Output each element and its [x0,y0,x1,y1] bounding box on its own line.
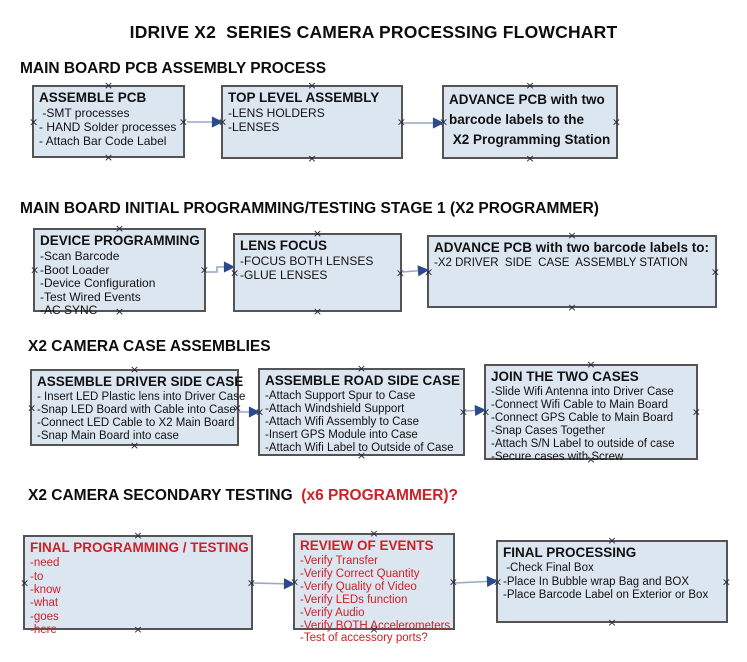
box-title: ADVANCE PCB with two barcode labels to: [434,240,710,255]
connector-arrow[interactable] [401,265,430,277]
connection-anchor-icon[interactable]: × [356,449,367,462]
connection-anchor-icon[interactable]: × [586,358,596,371]
connection-anchor-icon[interactable]: × [290,575,300,588]
connection-anchor-icon[interactable]: × [114,222,125,235]
connection-anchor-icon[interactable]: × [369,527,379,540]
flow-box-top-level-assembly[interactable]: TOP LEVEL ASSEMBLY -LENS HOLDERS -LENSES… [218,80,406,164]
box-items: -LENS HOLDERS -LENSES [228,106,325,135]
section-heading-text: X2 CAMERA CASE ASSEMBLIES [28,338,271,355]
flow-box-review-of-events[interactable]: REVIEW OF EVENTS -Verify Transfer -Verif… [290,528,458,644]
box-title: LENS FOCUS [240,238,328,253]
box-title: ASSEMBLE DRIVER SIDE CASE [37,374,244,389]
connection-anchor-icon[interactable]: × [424,265,434,278]
connection-anchor-icon[interactable]: × [691,405,701,419]
box-items: -Attach Support Spur to Case -Attach Win… [265,390,454,454]
connection-anchor-icon[interactable]: × [586,453,596,466]
box-title: TOP LEVEL ASSEMBLY [228,90,380,105]
section-heading-initial-programming: MAIN BOARD INITIAL PROGRAMMING/TESTING S… [20,200,599,218]
connection-anchor-icon[interactable]: × [20,576,30,589]
flow-box-assemble-driver-side-case[interactable]: ASSEMBLE DRIVER SIDE CASE - Insert LED P… [27,364,246,451]
connection-anchor-icon[interactable]: × [103,79,114,92]
connection-anchor-icon[interactable]: × [721,575,731,588]
connector-arrow[interactable] [252,578,296,590]
section-heading-case-assemblies: X2 CAMERA CASE ASSEMBLIES [28,338,271,356]
flow-box-final-programming-testing[interactable]: FINAL PROGRAMMING / TESTING -need -to -k… [20,530,256,636]
connection-anchor-icon[interactable]: × [439,115,449,129]
page-title: IDRIVE X2 SERIES CAMERA PROCESSING FLOWC… [129,22,618,42]
connection-anchor-icon[interactable]: × [525,79,535,92]
connection-anchor-icon[interactable]: × [607,616,617,629]
flow-box-lens-focus[interactable]: LENS FOCUS -FOCUS BOTH LENSES -GLUE LENS… [230,228,405,317]
connector-arrow[interactable] [464,404,487,417]
connection-anchor-icon[interactable]: × [199,263,209,277]
connection-anchor-icon[interactable]: × [356,362,367,375]
connection-anchor-icon[interactable]: × [312,305,323,318]
section-heading-secondary-testing: X2 CAMERA SECONDARY TESTING (x6 PROGRAMM… [28,487,458,505]
flow-box-advance-pcb-programming-station[interactable]: ADVANCE PCB with two barcode labels to t… [439,80,621,164]
box-items: -X2 DRIVER SIDE CASE ASSEMBLY STATION [434,257,688,270]
connection-anchor-icon[interactable]: × [129,439,140,452]
connector-arrow[interactable] [454,575,499,588]
connection-anchor-icon[interactable]: × [27,401,37,414]
section-heading-text: MAIN BOARD PCB ASSEMBLY PROCESS [20,60,327,77]
box-items: -SMT processes - HAND Solder processes -… [39,106,177,148]
box-items: -Check Final Box -Place In Bubble wrap B… [503,562,709,601]
connection-anchor-icon[interactable]: × [129,363,140,376]
box-items: -Verify Transfer -Verify Correct Quantit… [300,555,451,645]
connection-anchor-icon[interactable]: × [133,623,143,636]
flow-box-assemble-road-side-case[interactable]: ASSEMBLE ROAD SIDE CASE -Attach Support … [255,363,468,461]
box-items: - Insert LED Plastic lens into Driver Ca… [37,391,246,442]
connection-anchor-icon[interactable]: × [710,265,720,278]
connection-anchor-icon[interactable]: × [611,115,621,129]
box-title: FINAL PROCESSING [503,545,637,560]
connection-anchor-icon[interactable]: × [607,534,617,547]
box-title: ASSEMBLE PCB [39,90,147,105]
box-title: ADVANCE PCB with two barcode labels to t… [449,92,611,147]
connection-anchor-icon[interactable]: × [525,152,535,165]
connection-anchor-icon[interactable]: × [458,405,468,419]
section-heading-pcb-assembly: MAIN BOARD PCB ASSEMBLY PROCESS [20,60,326,78]
connection-anchor-icon[interactable]: × [29,115,39,128]
connection-anchor-icon[interactable]: × [232,401,242,414]
box-items: -need -to -know -what -goes -here [30,557,61,636]
connection-anchor-icon[interactable]: × [312,227,323,240]
connection-anchor-icon[interactable]: × [369,623,379,636]
flow-box-assemble-pcb[interactable]: ASSEMBLE PCB -SMT processes - HAND Solde… [29,80,188,163]
box-title: ASSEMBLE ROAD SIDE CASE [265,373,461,388]
connection-anchor-icon[interactable]: × [567,301,577,314]
connection-anchor-icon[interactable]: × [481,405,491,419]
box-title: REVIEW OF EVENTS [300,538,434,553]
connection-anchor-icon[interactable]: × [567,229,577,242]
connection-anchor-icon[interactable]: × [395,266,405,279]
section-heading-text: X2 CAMERA SECONDARY TESTING [28,487,302,504]
connector-arrow[interactable] [206,261,236,273]
connection-anchor-icon[interactable]: × [246,576,256,589]
flow-box-final-processing[interactable]: FINAL PROCESSING -Check Final Box -Place… [493,535,731,628]
connection-anchor-icon[interactable]: × [307,79,317,92]
connection-anchor-icon[interactable]: × [30,263,40,277]
box-title: DEVICE PROGRAMMING [40,233,200,248]
box-items: -Scan Barcode -Boot Loader -Device Confi… [40,249,156,317]
connection-anchor-icon[interactable]: × [307,152,317,165]
box-items: -Slide Wifi Antenna into Driver Case -Co… [491,386,675,463]
box-title: FINAL PROGRAMMING / TESTING [30,540,249,555]
flow-box-advance-pcb-driver-side[interactable]: ADVANCE PCB with two barcode labels to: … [424,230,720,313]
connection-anchor-icon[interactable]: × [396,115,406,129]
connection-anchor-icon[interactable]: × [178,115,188,128]
connection-anchor-icon[interactable]: × [448,575,458,588]
flow-box-join-the-two-cases[interactable]: JOIN THE TWO CASES -Slide Wifi Antenna i… [481,359,701,465]
section-heading-red-text: (x6 PROGRAMMER)? [301,487,459,504]
connection-anchor-icon[interactable]: × [133,529,143,542]
section-heading-text: MAIN BOARD INITIAL PROGRAMMING/TESTING S… [20,200,599,217]
flow-box-device-programming[interactable]: DEVICE PROGRAMMING -Scan Barcode -Boot L… [30,223,209,317]
box-title: JOIN THE TWO CASES [491,369,639,384]
box-items: -FOCUS BOTH LENSES -GLUE LENSES [240,254,374,283]
connection-anchor-icon[interactable]: × [114,305,125,318]
connection-anchor-icon[interactable]: × [103,151,114,164]
connection-anchor-icon[interactable]: × [230,266,240,279]
